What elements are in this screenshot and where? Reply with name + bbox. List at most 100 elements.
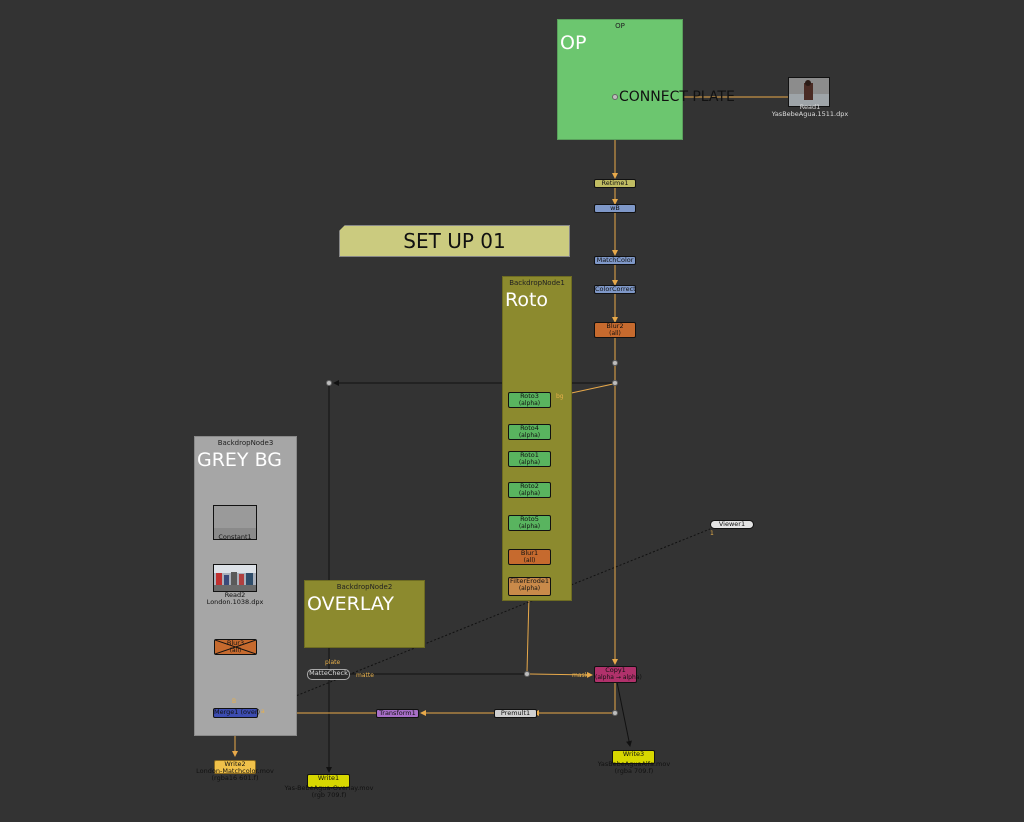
- constant1-node[interactable]: Constant1: [213, 505, 257, 541]
- premult1-node[interactable]: Premult1: [494, 709, 537, 718]
- roto4-node[interactable]: Roto4 (alpha): [508, 424, 551, 440]
- write3-file: YasBebeAguaAlfa.mov: [597, 760, 671, 768]
- backdrop-op-label: OP: [560, 32, 587, 54]
- retime1-node[interactable]: Retime1: [594, 179, 636, 188]
- roto3-label: Roto3: [520, 392, 539, 400]
- blur2-channel: (all): [609, 330, 621, 337]
- viewer1-input-pin: 1: [710, 530, 714, 537]
- backdrop-overlay[interactable]: BackdropNode2 OVERLAY: [304, 580, 425, 648]
- write2-file: London-Matchcolor.mov: [196, 767, 274, 775]
- colorcorrect-label: ColorCorrect: [595, 285, 636, 293]
- read2-thumbnail[interactable]: [213, 564, 257, 592]
- connect-plate-dot[interactable]: [612, 94, 618, 100]
- roto5-node[interactable]: Roto5 (alpha): [508, 515, 551, 531]
- mattecheck-plate-pin: plate: [325, 659, 341, 666]
- transform1-label: Transform1: [379, 709, 416, 717]
- backdrop-op-name: OP: [615, 22, 625, 30]
- constant1-swatch: [214, 506, 256, 528]
- merge-a-pin: a: [261, 708, 265, 715]
- merge1-node[interactable]: Merge1 (over): [213, 708, 261, 718]
- blur1-channel: (all): [523, 557, 536, 564]
- blur3-label: Blur3: [226, 639, 245, 647]
- dot-after-blur2[interactable]: [612, 360, 618, 366]
- mattecheck-label: MatteCheck: [309, 669, 348, 677]
- read2-image: [214, 565, 256, 591]
- mattecheck-matte-pin: matte: [356, 672, 374, 679]
- blur1-node[interactable]: Blur1 (all): [508, 549, 551, 565]
- filtererode1-channel: (alpha): [518, 585, 541, 592]
- backdrop-roto-label: Roto: [505, 289, 549, 311]
- viewer1-label: Viewer1: [718, 520, 746, 528]
- dot-split[interactable]: [612, 380, 618, 386]
- write3-label: Write3: [622, 750, 645, 758]
- roto3-node[interactable]: Roto3 (alpha): [508, 392, 551, 408]
- read1-label: Read1 YasBebeAgua.1511.dpx: [770, 104, 850, 118]
- merge-b-pin: B: [232, 698, 237, 705]
- blur2-node[interactable]: Blur2 (all): [594, 322, 636, 338]
- write1-node[interactable]: Write1: [307, 774, 350, 788]
- roto4-label: Roto4: [520, 424, 539, 432]
- mattecheck-node[interactable]: MatteCheck: [307, 669, 350, 680]
- constant1-label: Constant1: [218, 533, 252, 541]
- write2-label: Write2: [224, 760, 246, 768]
- roto5-label: Roto5: [520, 515, 539, 523]
- read2-label: Read2 London.1038.dpx: [195, 592, 275, 606]
- read1-image: [789, 78, 829, 106]
- copy1-channel: (alpha → alpha): [595, 674, 642, 681]
- wb-node[interactable]: wB: [594, 204, 636, 213]
- backdrop-grey-bg-label: GREY BG: [197, 449, 282, 471]
- blur3-channel: (all): [229, 647, 242, 654]
- copy1-node[interactable]: Copy1 (alpha → alpha): [594, 666, 642, 683]
- blur3-node[interactable]: Blur3 (all): [214, 639, 257, 655]
- roto2-node[interactable]: Roto2 (alpha): [508, 482, 551, 498]
- write1-format: (rgb 709.f): [311, 791, 347, 799]
- dot-after-copy[interactable]: [612, 710, 618, 716]
- roto4-channel: (alpha): [518, 432, 541, 439]
- dot-roto-output[interactable]: [524, 671, 530, 677]
- viewer1-node[interactable]: Viewer1: [710, 520, 754, 529]
- wb-label: wB: [610, 204, 620, 212]
- setup-sticky-note[interactable]: SET UP 01: [339, 225, 570, 257]
- write3-format: (rgba 709.f): [614, 767, 654, 775]
- roto1-channel: (alpha): [518, 459, 541, 466]
- write3-info: YasBebeAguaAlfa.mov (rgba 709.f): [588, 761, 680, 775]
- read1-thumbnail[interactable]: [788, 77, 830, 107]
- write1-file: Yas-BebeAgua-Overlay.mov: [284, 784, 374, 792]
- blur2-label: Blur2: [606, 322, 624, 330]
- roto2-channel: (alpha): [518, 490, 541, 497]
- backdrop-overlay-label: OVERLAY: [307, 593, 394, 615]
- write2-format: (rgba16 601.f): [211, 774, 259, 782]
- premult1-label: Premult1: [500, 709, 531, 717]
- roto1-node[interactable]: Roto1 (alpha): [508, 451, 551, 467]
- transform1-node[interactable]: Transform1: [376, 709, 419, 718]
- write2-node[interactable]: Write2: [214, 760, 256, 774]
- roto5-channel: (alpha): [518, 523, 541, 530]
- backdrop-roto-name: BackdropNode1: [509, 279, 565, 287]
- roto3-channel: (alpha): [518, 400, 541, 407]
- write2-info: London-Matchcolor.mov (rgba16 601.f): [190, 768, 280, 782]
- read2-file: London.1038.dpx: [206, 598, 264, 606]
- colorcorrect-node[interactable]: ColorCorrect: [594, 285, 636, 294]
- merge1-label: Merge1 (over): [214, 708, 261, 716]
- backdrop-op[interactable]: OP OP: [557, 19, 683, 140]
- backdrop-grey-bg-name: BackdropNode3: [217, 439, 274, 447]
- read2-name: Read2: [224, 591, 246, 599]
- matchcolor-label: MatchColor: [596, 256, 634, 264]
- roto3-bg-pin: bg: [556, 393, 564, 400]
- roto2-label: Roto2: [520, 482, 539, 490]
- dot-left-branch[interactable]: [326, 380, 332, 386]
- blur1-label: Blur1: [520, 549, 539, 557]
- write1-label: Write1: [317, 774, 340, 782]
- read1-name: Read1: [799, 103, 821, 111]
- filtererode1-label: FilterErode1: [510, 577, 549, 585]
- connect-plate-note[interactable]: CONNECT PLATE: [619, 89, 735, 105]
- matchcolor-node[interactable]: MatchColor: [594, 256, 636, 265]
- write1-info: Yas-BebeAgua-Overlay.mov (rgb 709.f): [277, 785, 381, 799]
- filtererode1-node[interactable]: FilterErode1 (alpha): [508, 577, 551, 596]
- disabled-cross-icon: [215, 640, 256, 654]
- write3-node[interactable]: Write3: [612, 750, 655, 764]
- copy1-mask-pin: mask: [572, 672, 589, 679]
- retime1-label: Retime1: [601, 179, 629, 187]
- roto1-label: Roto1: [520, 451, 539, 459]
